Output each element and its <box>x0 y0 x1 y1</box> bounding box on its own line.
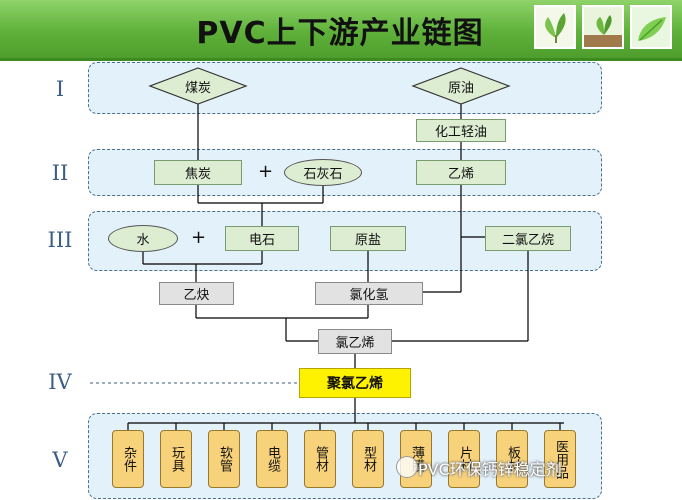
level-label-1: I <box>55 77 65 101</box>
watermark-text: PVC环保钙锌稳定剂 <box>418 460 562 479</box>
header-bar: PVC上下游产业链图 <box>0 0 682 61</box>
product-cables: 电缆 <box>256 430 288 488</box>
product-board: 板材 <box>496 430 528 488</box>
product-profiles: 型材 <box>352 430 384 488</box>
product-toys: 玩具 <box>160 430 192 488</box>
node-salt: 原盐 <box>330 226 406 251</box>
node-calcium-carbide: 电石 <box>225 226 299 251</box>
level-label-4: IV <box>48 370 72 394</box>
plant-photo-thumbnail-2 <box>582 5 624 49</box>
node-ethylene: 乙烯 <box>416 160 506 185</box>
product-sheet: 片材 <box>448 430 480 488</box>
node-limestone: 石灰石 <box>284 159 362 186</box>
level-label-5: V <box>52 448 68 472</box>
node-water: 水 <box>108 225 178 252</box>
node-coal: 煤炭 <box>184 80 211 96</box>
node-crude-oil: 原油 <box>447 80 474 96</box>
node-vcm: 氯乙烯 <box>318 329 392 354</box>
product-misc-parts: 杂件 <box>112 430 144 488</box>
product-medical: 医用品 <box>544 430 576 488</box>
node-pvc: 聚氯乙烯 <box>299 368 411 398</box>
node-hcl: 氯化氢 <box>315 282 423 305</box>
plant-photo-thumbnail-1 <box>534 5 576 49</box>
product-pipes: 管材 <box>304 430 336 488</box>
node-naphtha: 化工轻油 <box>416 119 506 142</box>
level-label-3: III <box>47 228 73 252</box>
node-edc: 二氯乙烷 <box>485 226 571 251</box>
plus-sign-level-3: + <box>191 227 207 248</box>
level-label-2: II <box>51 161 69 185</box>
product-hoses: 软管 <box>208 430 240 488</box>
page-title: PVC上下游产业链图 <box>196 16 484 51</box>
plus-sign-level-2: + <box>258 161 274 182</box>
plant-photo-thumbnail-3 <box>630 5 672 49</box>
node-acetylene: 乙炔 <box>159 282 234 305</box>
node-coke: 焦炭 <box>154 160 242 185</box>
wechat-icon <box>396 456 418 478</box>
